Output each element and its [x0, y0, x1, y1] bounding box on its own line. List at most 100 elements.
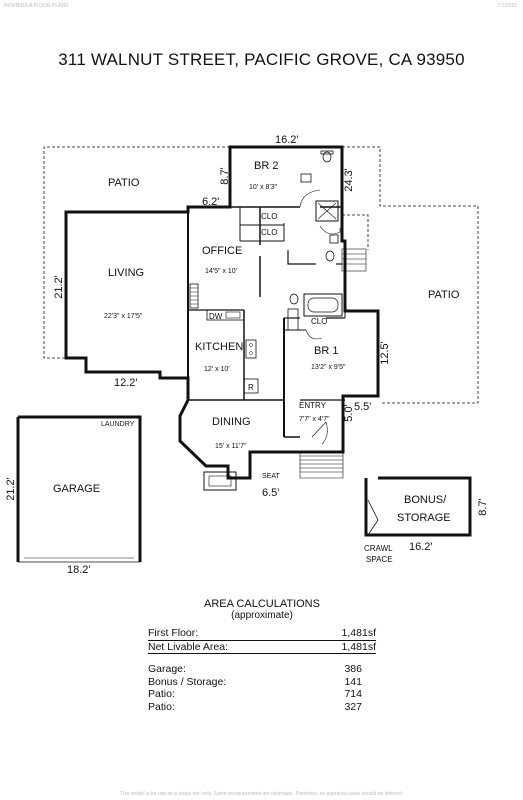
closet-label: CLO — [311, 317, 327, 326]
door-swing — [299, 189, 321, 208]
area-row-value: 714 — [344, 688, 362, 700]
br2-label: BR 2 — [254, 160, 278, 172]
area-row-label: Garage: — [148, 663, 186, 675]
area-row-label: First Floor: — [148, 627, 199, 639]
area-row: Patio: 714 — [148, 688, 376, 701]
area-row: Net Livable Area: 1,481sf — [148, 640, 376, 654]
floor-plan: BR 2 10' x 8'3" CLO CLO OFFICE 14'5" x 1… — [5, 134, 489, 576]
office-label: OFFICE — [202, 245, 242, 257]
vanity — [287, 308, 299, 331]
property-address-title: 311 WALNUT STREET, PACIFIC GROVE, CA 939… — [58, 50, 465, 69]
living-label: LIVING — [108, 267, 144, 279]
door-swing — [305, 329, 323, 340]
dim-living-bottom: 12.2' — [114, 377, 138, 389]
br1-dims: 13'2" x 9'5" — [311, 364, 346, 371]
dim-garage-left: 21.2' — [5, 477, 17, 501]
dim-office-top: 6.2' — [202, 196, 219, 208]
door-swing — [311, 421, 328, 445]
bathtub — [303, 293, 343, 317]
patio-right-label: PATIO — [428, 289, 460, 301]
toilet-tank-br2 — [320, 150, 334, 155]
area-row-label: Patio: — [148, 700, 175, 713]
area-row: Patio: 327 — [148, 701, 376, 714]
garage-wall — [16, 415, 142, 562]
area-row-value: 327 — [344, 700, 362, 713]
living-dims: 22'3" x 17'5" — [104, 313, 143, 320]
dim-bonus-right: 8.7' — [477, 498, 489, 515]
area-row-label: Net Livable Area: — [148, 640, 228, 653]
crawl-door — [367, 499, 379, 536]
entry-dims: 7'7" x 4'7" — [299, 416, 330, 423]
interior-wall — [287, 250, 316, 265]
area-row-value: 386 — [344, 663, 362, 675]
disclaimer-footer: This model is for use as a visual tool o… — [119, 791, 403, 797]
dim-entry-right: 5.0' — [343, 404, 355, 421]
deck-outline — [342, 214, 369, 250]
cooktop — [245, 339, 257, 359]
bathtub-inner — [307, 297, 339, 313]
kitchen-sink — [225, 311, 241, 319]
stairs-front — [299, 451, 344, 479]
area-row: First Floor: 1,481sf — [148, 627, 376, 641]
dining-fireplace-inner — [208, 475, 232, 487]
crawl-label: CRAWL — [364, 544, 393, 553]
patio-left-label: PATIO — [108, 177, 140, 189]
garage-label: GARAGE — [53, 483, 100, 495]
fixture-small — [329, 234, 339, 244]
door-swing — [319, 225, 341, 235]
dim-bonus-bottom: 16.2' — [409, 541, 433, 553]
date-header: 7/1/2025 — [497, 3, 517, 9]
dim-top: 16.2' — [275, 134, 299, 146]
dining-label: DINING — [212, 416, 251, 428]
dishwasher-label: DW — [209, 312, 223, 321]
laundry-label: LAUNDRY — [101, 421, 135, 428]
br2-dims: 10' x 8'3" — [249, 184, 278, 191]
area-row-value: 141 — [344, 675, 362, 688]
patio-right-outline — [342, 146, 479, 404]
dim-entry-top: 5.5' — [354, 401, 371, 413]
kitchen-counter — [206, 309, 245, 321]
fireplace-lines — [190, 287, 198, 305]
area-subtitle: (approximate) — [231, 610, 293, 621]
area-row-value: 1,481sf — [341, 627, 376, 639]
kitchen-dims: 12' x 10' — [204, 366, 230, 373]
area-row: Bonus / Storage: 141 — [148, 676, 376, 689]
area-title: AREA CALCULATIONS — [204, 598, 320, 610]
area-row-label: Patio: — [148, 688, 175, 700]
company-header: PENINSULA FLOOR PLANS — [4, 3, 69, 9]
seat-label: SEAT — [262, 473, 280, 480]
entry-label: ENTRY — [299, 401, 327, 410]
exterior-wall — [64, 145, 380, 480]
dim-br2-right: 24.3' — [343, 168, 355, 192]
stairs-right — [341, 248, 367, 272]
sink-br2 — [300, 173, 312, 183]
closet-label: CLO — [261, 228, 277, 237]
dim-br1-right: 12.5' — [379, 341, 391, 365]
toilet-br2 — [322, 151, 332, 163]
refrigerator-label: R — [248, 383, 254, 392]
area-row: Garage: 386 — [148, 663, 376, 676]
office-dims: 14'5" x 10' — [205, 268, 237, 275]
kitchen-label: KITCHEN — [195, 341, 243, 353]
area-row-label: Bonus / Storage: — [148, 675, 227, 688]
shower-stall — [315, 200, 339, 222]
shower-drain — [317, 202, 337, 220]
interior-wall — [240, 223, 285, 242]
space-label: SPACE — [366, 555, 393, 564]
area-row-value: 1,481sf — [341, 640, 376, 653]
patio-left-outline — [43, 146, 230, 359]
dining-fireplace — [203, 471, 237, 491]
dim-dining-bottom: 6.5' — [262, 487, 279, 499]
dining-dims: 15' x 11'7" — [215, 443, 247, 450]
refrigerator — [243, 378, 259, 394]
toilet-hall — [325, 250, 335, 262]
bonus-wall — [364, 476, 472, 537]
closet-label: CLO — [261, 212, 277, 221]
storage-label: STORAGE — [397, 512, 451, 524]
bonus-label: BONUS/ — [404, 494, 447, 506]
dim-br2-left: 8.7' — [219, 167, 231, 184]
dim-garage-bottom: 18.2' — [67, 564, 91, 576]
toilet-bath — [289, 293, 299, 305]
dim-living-left: 21.2' — [53, 275, 65, 299]
br1-label: BR 1 — [314, 345, 338, 357]
